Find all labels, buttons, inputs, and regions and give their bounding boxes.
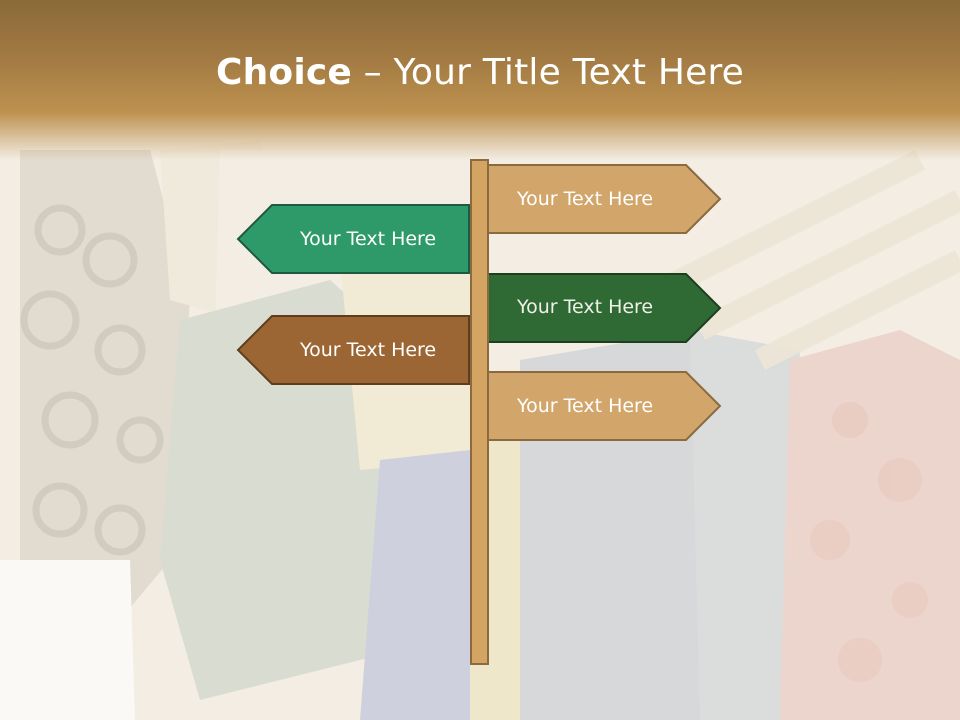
sign-label-4[interactable]: Your Text Here bbox=[300, 339, 437, 361]
sign-label-3[interactable]: Your Text Here bbox=[517, 296, 654, 318]
sign-label-5[interactable]: Your Text Here bbox=[517, 395, 654, 417]
title-bold: Choice bbox=[215, 52, 353, 93]
sign-label-1[interactable]: Your Text Here bbox=[517, 188, 654, 210]
sign-post bbox=[470, 159, 489, 665]
title-band bbox=[0, 0, 960, 160]
sign-label-2[interactable]: Your Text Here bbox=[300, 228, 437, 250]
sign-arrow-2 bbox=[236, 204, 470, 274]
page-title: Choice – Your Title Text Here bbox=[0, 52, 960, 93]
sign-arrow-4 bbox=[236, 315, 470, 385]
title-rest: – Your Title Text Here bbox=[352, 52, 745, 93]
